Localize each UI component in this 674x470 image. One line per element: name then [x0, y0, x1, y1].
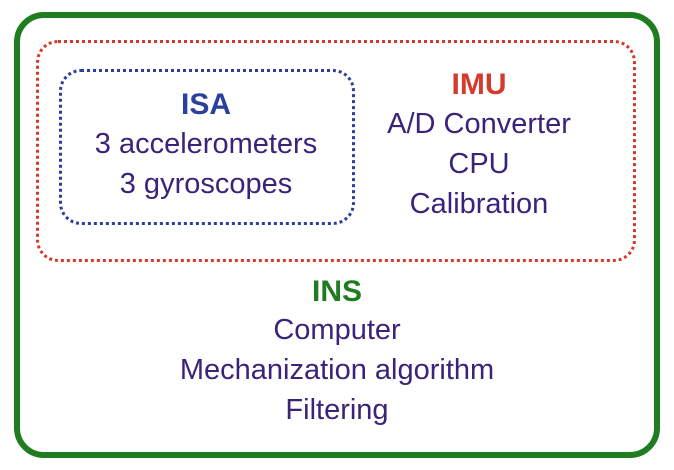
ins-line-3: Filtering — [285, 394, 389, 426]
isa-line-1: 3 accelerometers — [94, 128, 318, 160]
ins-title: INS — [311, 275, 363, 308]
imu-dotted-box — [36, 40, 636, 262]
imu-line-1: A/D Converter — [387, 108, 571, 140]
isa-title: ISA — [180, 88, 232, 121]
ins-line-1: Computer — [273, 314, 401, 346]
imu-line-3: Calibration — [409, 188, 549, 220]
imu-line-2: CPU — [448, 148, 510, 180]
ins-outer-box — [14, 12, 660, 458]
imu-title: IMU — [451, 68, 507, 101]
ins-line-2: Mechanization algorithm — [179, 354, 495, 386]
isa-dotted-box — [59, 69, 355, 225]
isa-line-2: 3 gyroscopes — [119, 168, 293, 200]
